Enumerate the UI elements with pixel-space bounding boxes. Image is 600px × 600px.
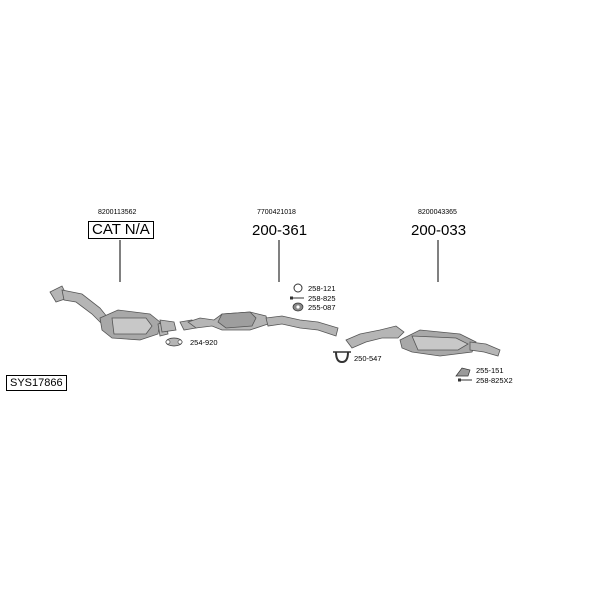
bolt-icon <box>290 296 304 300</box>
part-label-catalyst[interactable]: CAT N/A <box>88 221 154 239</box>
accessory-code-254-920[interactable]: 254-920 <box>190 338 218 347</box>
u-clamp-icon <box>333 351 351 364</box>
oe-number-rear-silencer: 8200043365 <box>418 209 457 216</box>
accessory-code-255-151[interactable]: 255-151 <box>476 366 504 375</box>
part-label-rear-silencer[interactable]: 200-033 <box>411 222 467 239</box>
catalyst-part[interactable] <box>49 285 169 341</box>
system-code-label: SYS17866 <box>6 375 67 391</box>
oe-number-catalyst: 8200113562 <box>98 209 137 216</box>
accessory-code-250-547[interactable]: 250-547 <box>354 354 382 363</box>
bolt-icon <box>458 378 472 382</box>
clamp-ring-icon <box>165 337 183 347</box>
bracket-icon <box>455 367 471 377</box>
rear-silencer-part[interactable] <box>345 325 501 357</box>
accessory-code-258-121[interactable]: 258-121 <box>308 284 336 293</box>
middle-silencer-part[interactable] <box>187 311 339 337</box>
accessory-code-255-087[interactable]: 255-087 <box>308 303 336 312</box>
oe-number-middle-silencer: 7700421018 <box>257 209 296 216</box>
rubber-mount-icon <box>292 302 304 312</box>
accessory-code-258-825x2[interactable]: 258-825X2 <box>476 376 513 385</box>
accessory-code-258-825[interactable]: 258-825 <box>308 294 336 303</box>
connector-pipe[interactable] <box>159 319 197 333</box>
part-label-middle-silencer[interactable]: 200-361 <box>252 222 308 239</box>
gasket-ring-icon <box>293 283 303 293</box>
